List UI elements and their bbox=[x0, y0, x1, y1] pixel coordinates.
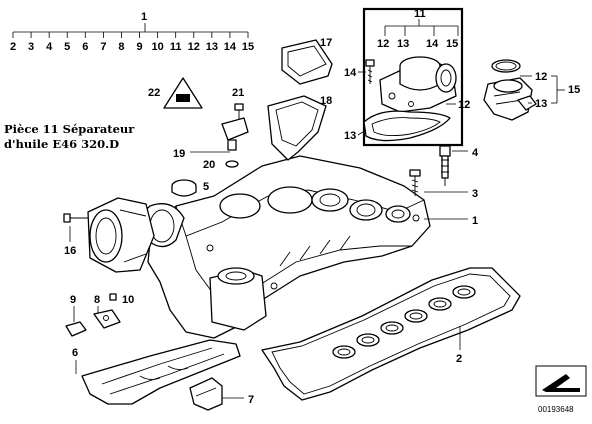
caption-line-1: Pièce 11 Séparateur bbox=[4, 122, 135, 136]
seal-18 bbox=[267, 95, 327, 161]
top-set-item: 15 bbox=[242, 41, 254, 53]
top-set-item: 9 bbox=[136, 41, 142, 53]
callout-2: 2 bbox=[456, 353, 462, 365]
gasket-ring-inner bbox=[337, 348, 351, 356]
callout-16: 16 bbox=[64, 245, 76, 257]
separator-kit-box: 11 12 13 14 15 14 bbox=[344, 7, 470, 147]
top-set-number: 1 bbox=[141, 11, 147, 23]
right-callout-12: 12 bbox=[535, 71, 547, 83]
washer-20 bbox=[225, 160, 239, 168]
callout-18: 18 bbox=[320, 95, 332, 107]
top-set-item: 13 bbox=[206, 41, 218, 53]
callout-5: 5 bbox=[203, 181, 209, 193]
cover-plate-7 bbox=[189, 377, 223, 411]
callout-4: 4 bbox=[472, 147, 479, 159]
gasket-ring bbox=[356, 333, 380, 347]
image-id: 00193648 bbox=[538, 405, 574, 414]
box-callout-13: 13 bbox=[397, 38, 409, 50]
top-set-item: 2 bbox=[10, 41, 16, 53]
callout-10: 10 bbox=[122, 294, 134, 306]
gasket-ring bbox=[452, 285, 476, 299]
throttle-housing-16 bbox=[87, 197, 155, 273]
box-callout-14: 14 bbox=[426, 38, 439, 50]
box-side-12: 12 bbox=[458, 99, 470, 111]
screw-16 bbox=[63, 213, 88, 223]
box-callout-12: 12 bbox=[377, 38, 389, 50]
warning-label-22 bbox=[163, 77, 203, 109]
callout-17: 17 bbox=[320, 37, 332, 49]
top-set-item: 8 bbox=[118, 41, 124, 53]
gasket-ring-inner bbox=[409, 312, 423, 320]
gasket-ring-inner bbox=[433, 300, 447, 308]
top-set-item: 10 bbox=[151, 41, 163, 53]
sensor-4 bbox=[439, 145, 451, 186]
bracket-9 bbox=[65, 321, 87, 337]
callout-3: 3 bbox=[472, 188, 478, 200]
bolt-21 bbox=[234, 103, 244, 120]
callout-6: 6 bbox=[72, 347, 78, 359]
callout-8: 8 bbox=[94, 294, 100, 306]
gasket-ring bbox=[404, 309, 428, 323]
top-set-item: 3 bbox=[28, 41, 34, 53]
top-set-item: 4 bbox=[46, 41, 53, 53]
caption-line-2: d'huile E46 320.D bbox=[4, 137, 120, 151]
box-callout-15: 15 bbox=[446, 38, 458, 50]
orientation-stamp bbox=[535, 365, 587, 397]
top-set-item: 11 bbox=[170, 41, 182, 53]
solenoid-19 bbox=[221, 117, 249, 151]
oil-cap-5 bbox=[171, 179, 197, 197]
gasket-ring bbox=[380, 321, 404, 335]
callout-20: 20 bbox=[203, 159, 215, 171]
screw-14 bbox=[365, 59, 375, 84]
box-side-13: 13 bbox=[344, 130, 356, 142]
cover-gasket-2 bbox=[261, 267, 521, 401]
gasket-ring-inner bbox=[457, 288, 471, 296]
callout-22: 22 bbox=[148, 87, 160, 99]
gasket-ring bbox=[332, 345, 356, 359]
bolt-3 bbox=[409, 169, 421, 196]
rubber-cover-17 bbox=[281, 39, 333, 85]
valve-cover-1 bbox=[141, 155, 431, 339]
oil-separator-housing bbox=[379, 56, 457, 113]
right-callout-13: 13 bbox=[535, 98, 547, 110]
box-side-14: 14 bbox=[344, 67, 357, 79]
top-set-item: 6 bbox=[82, 41, 88, 53]
gasket-13 bbox=[363, 110, 451, 142]
top-set-item: 7 bbox=[100, 41, 106, 53]
bracket-8 bbox=[93, 309, 121, 329]
box-number-11: 11 bbox=[414, 8, 426, 20]
nut-10 bbox=[109, 293, 117, 301]
gasket-ring bbox=[428, 297, 452, 311]
top-set-item: 5 bbox=[64, 41, 70, 53]
callout-19: 19 bbox=[173, 148, 185, 160]
callout-7: 7 bbox=[248, 394, 254, 406]
top-set-item: 12 bbox=[188, 41, 200, 53]
callout-9: 9 bbox=[70, 294, 76, 306]
right-callout-15: 15 bbox=[568, 84, 580, 96]
callout-1: 1 bbox=[472, 215, 478, 227]
right-parts-group: 12 13 15 bbox=[483, 59, 580, 121]
gasket-ring-inner bbox=[361, 336, 375, 344]
callout-21: 21 bbox=[232, 87, 244, 99]
caption-title: Pièce 11 Séparateur d'huile E46 320.D bbox=[4, 122, 154, 152]
heat-shield-6 bbox=[81, 339, 241, 405]
top-set-item: 14 bbox=[224, 41, 237, 53]
gasket-ring-inner bbox=[385, 324, 399, 332]
